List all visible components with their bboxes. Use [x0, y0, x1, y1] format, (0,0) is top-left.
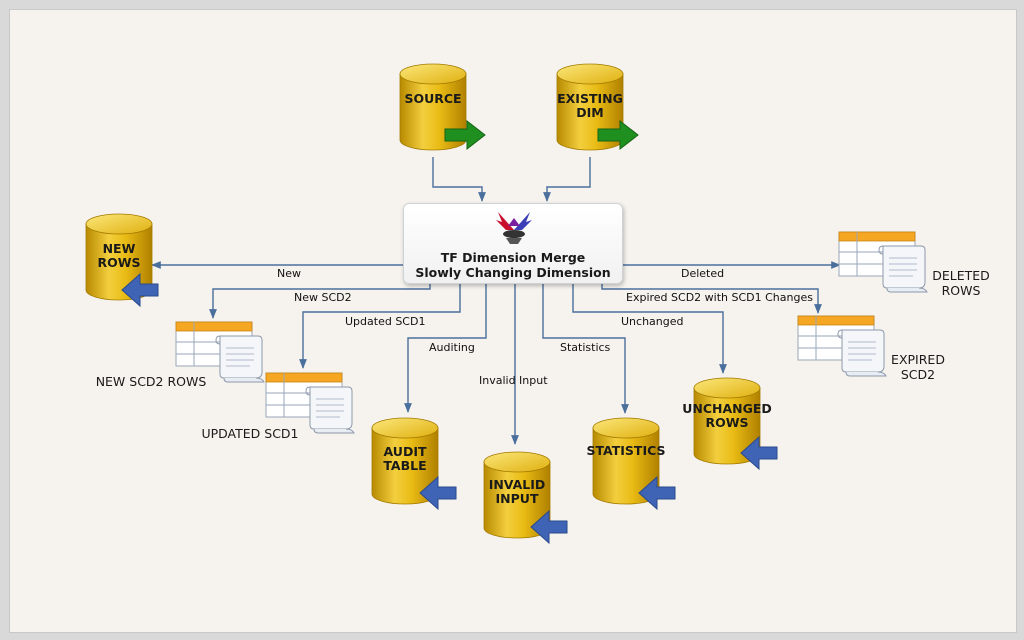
edge-auditing [404, 282, 487, 413]
edge-label-statistics: Statistics [560, 341, 611, 354]
cylinder-label-audit: AUDIT TABLE [383, 444, 427, 474]
edge-label-new: New [277, 267, 301, 280]
connectors [151, 157, 841, 445]
file-icon-updated-scd1[interactable] [265, 372, 355, 434]
edge-expired [601, 282, 822, 314]
cylinder-label-existing: EXISTING DIM [557, 91, 623, 121]
merge-node[interactable]: TF Dimension Merge Slowly Changing Dimen… [403, 203, 623, 284]
edge-label-unchanged: Unchanged [621, 315, 684, 328]
edge-label-invalid-input: Invalid Input [479, 374, 548, 387]
edge-existing [543, 157, 591, 202]
cylinder-label-new-rows: NEW ROWS [97, 241, 141, 271]
cylinder-label-invalid: INVALID INPUT [488, 477, 546, 507]
edge-label-updated-scd1: Updated SCD1 [345, 315, 426, 328]
cylinder-label-statistics: STATISTICS [586, 443, 666, 458]
cylinder-source[interactable] [399, 63, 486, 151]
file-label-new-scd2: NEW SCD2 ROWS [95, 374, 207, 389]
file-label-expired: EXPIRED SCD2 [891, 352, 945, 382]
cylinder-label-source: SOURCE [404, 91, 462, 106]
edge-source [432, 157, 486, 202]
edge-statistics [542, 282, 629, 414]
edge-new-scd2 [209, 282, 431, 319]
edge-label-auditing: Auditing [429, 341, 475, 354]
file-icon-expired[interactable] [797, 315, 887, 377]
file-icon-new-scd2[interactable] [175, 321, 265, 383]
edge-updated-scd1 [299, 282, 461, 369]
merge-node-title: TF Dimension Merge Slowly Changing Dimen… [415, 250, 611, 280]
bird-logo-icon [496, 212, 532, 244]
edge-label-deleted: Deleted [681, 267, 725, 280]
edge-label-expired: Expired SCD2 with SCD1 Changes [626, 291, 813, 304]
file-label-deleted: DELETED ROWS [932, 268, 990, 298]
file-label-updated-scd1: UPDATED SCD1 [201, 426, 299, 441]
cylinder-statistics[interactable] [592, 417, 676, 510]
edge-unchanged [572, 282, 727, 374]
edge-label-new-scd2: New SCD2 [294, 291, 352, 304]
file-icon-deleted[interactable] [838, 231, 928, 293]
cylinder-label-unchanged: UNCHANGED ROWS [682, 401, 772, 431]
